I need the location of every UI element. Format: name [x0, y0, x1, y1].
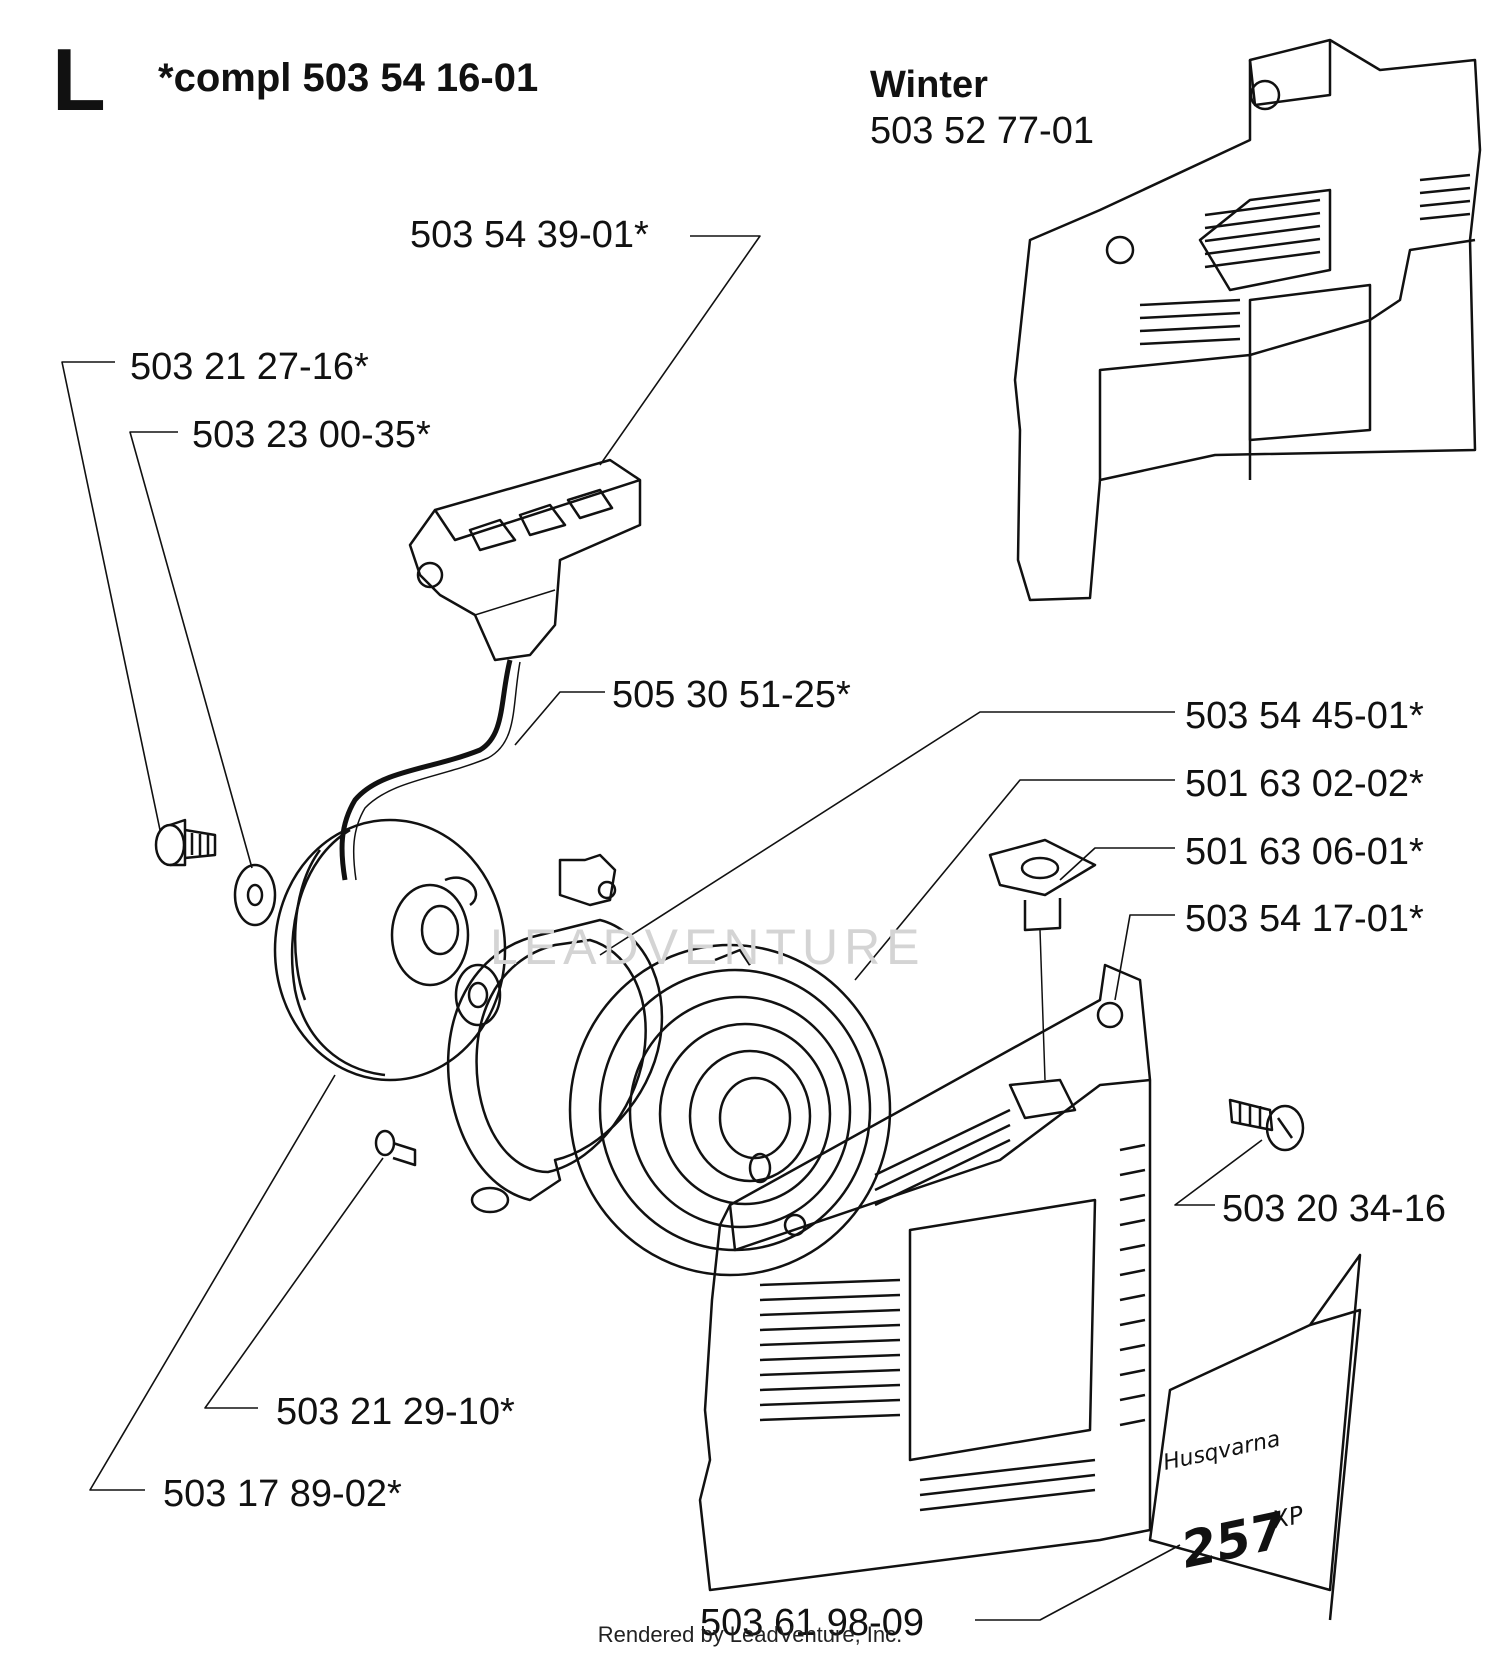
screw-right-drawing — [1228, 1098, 1305, 1152]
bushing-drawing — [988, 838, 1097, 1081]
part-label: 505 30 51-25* — [612, 674, 851, 716]
part-label: 503 17 89-02* — [163, 1473, 402, 1515]
part-label: 501 63 06-01* — [1185, 831, 1424, 873]
winter-title: Winter — [870, 64, 988, 106]
starter-plate-drawing — [446, 853, 664, 1214]
decal-suffix: XP — [1268, 1500, 1307, 1534]
starter-handle-drawing — [408, 458, 642, 662]
part-label: 503 21 29-10* — [276, 1391, 515, 1433]
section-letter: L — [52, 30, 106, 129]
small-screw-drawing — [374, 1129, 417, 1167]
part-label: 503 21 27-16* — [130, 346, 369, 388]
starter-rope-drawing — [339, 659, 513, 881]
rope-pulley-drawing — [273, 818, 507, 1082]
part-label: 503 54 39-01* — [410, 214, 649, 256]
winter-part-number: 503 52 77-01 — [870, 110, 1094, 152]
decal-text: Husqvarna 257 XP — [1161, 1427, 1307, 1580]
part-label: 503 54 17-01* — [1185, 898, 1424, 940]
decal-drawing — [1148, 1253, 1362, 1621]
recoil-spring-drawing — [568, 943, 892, 1277]
starter-housing-drawing — [698, 963, 1152, 1592]
part-label: 503 23 00-35* — [192, 414, 431, 456]
part-label: 503 54 45-01* — [1185, 695, 1424, 737]
winter-cover-drawing — [1013, 38, 1482, 602]
screw-washer-drawing — [154, 818, 277, 927]
part-label: 503 20 34-16 — [1222, 1188, 1446, 1230]
decal-brand: Husqvarna — [1161, 1427, 1282, 1476]
part-label: 501 63 02-02* — [1185, 763, 1424, 805]
part-label: 503 61 98-09 — [700, 1602, 924, 1644]
leader-lines — [61, 235, 1263, 1621]
complete-kit-label: *compl 503 54 16-01 — [158, 56, 539, 100]
watermark: LEADVENTURE — [490, 919, 926, 975]
footer-credit: Rendered by LeadVenture, Inc. — [597, 1622, 903, 1647]
